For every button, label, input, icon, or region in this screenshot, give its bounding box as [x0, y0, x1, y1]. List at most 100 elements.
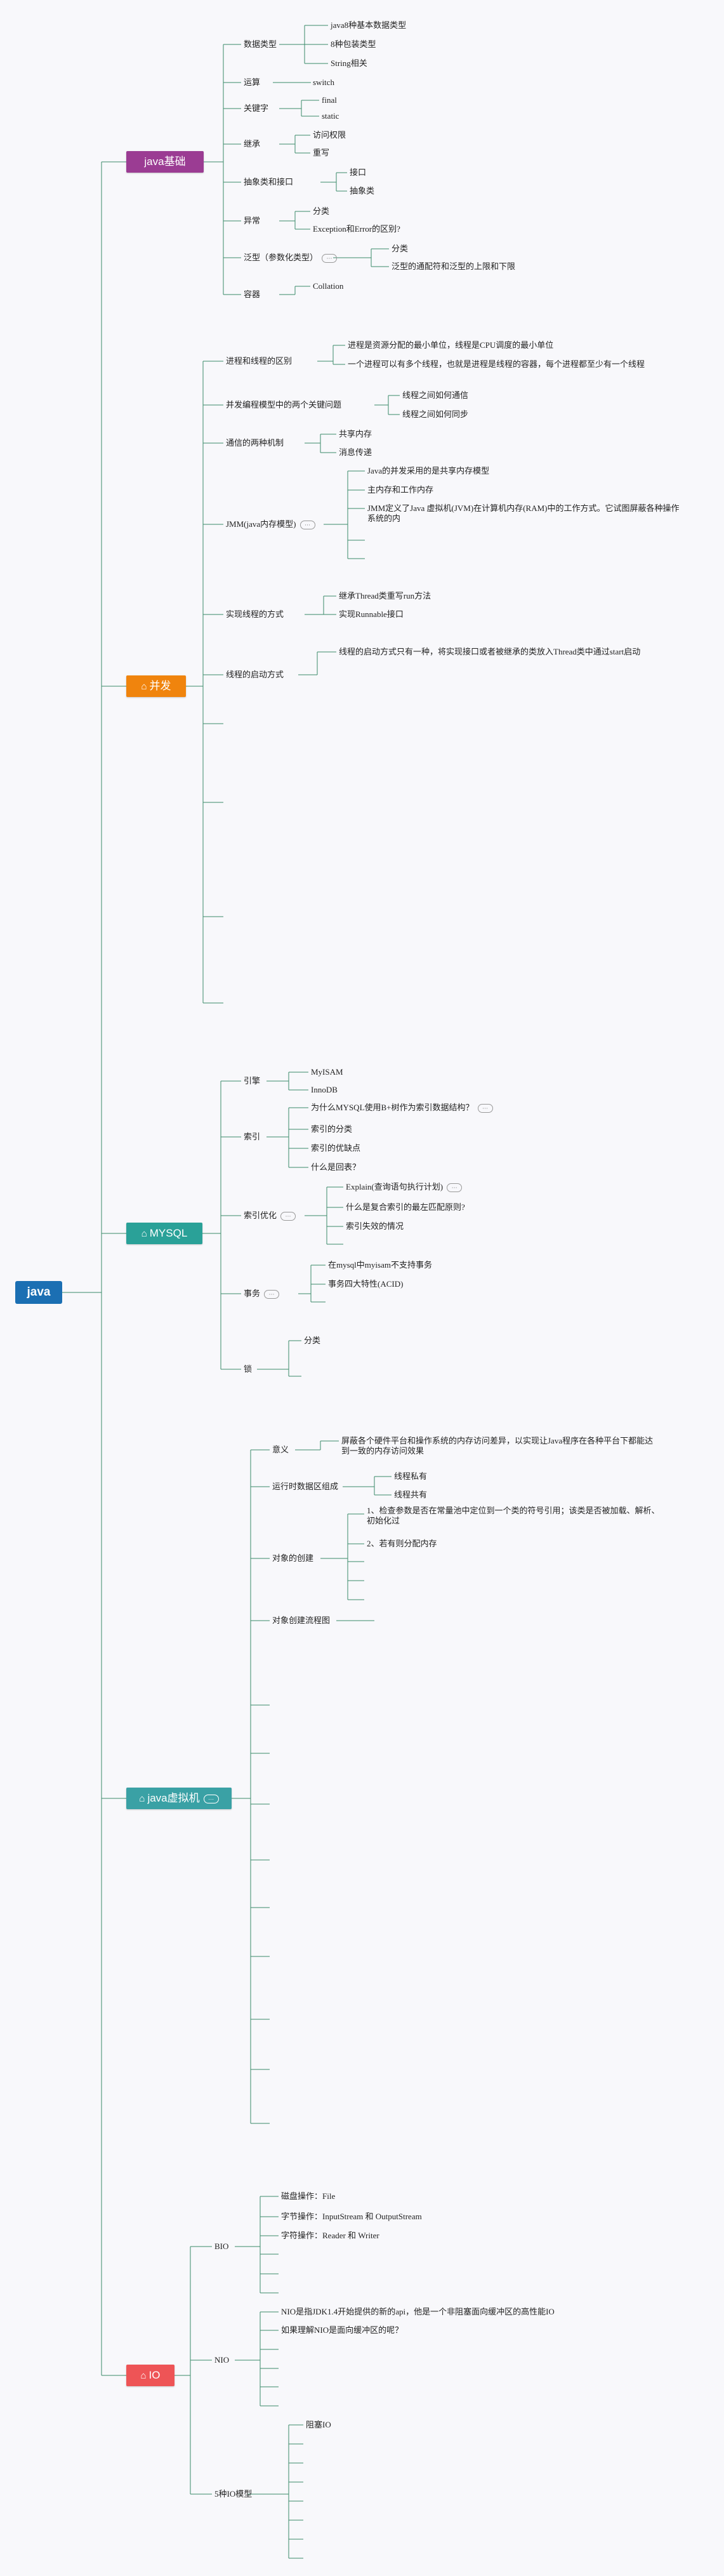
leaf-node[interactable]: 共享内存	[339, 429, 372, 439]
index-opt-label: 索引优化	[244, 1211, 277, 1220]
category-jvm[interactable]: ⌂java虚拟机···	[126, 1788, 232, 1809]
leaf-node[interactable]: 接口	[350, 168, 367, 177]
house-icon: ⌂	[139, 1793, 145, 1804]
leaf-node[interactable]: 抽象类	[350, 186, 375, 196]
leaf-node[interactable]: 线程之间如何同步	[402, 409, 469, 419]
bio-node[interactable]: BIO	[214, 2241, 229, 2251]
collapse-toggle-icon[interactable]: ···	[447, 1183, 463, 1193]
leaf-node[interactable]: 线程共有	[394, 1490, 428, 1499]
leaf-node[interactable]: 泛型的通配符和泛型的上限和下限	[392, 262, 516, 271]
leaf-node[interactable]: 索引的分类	[311, 1124, 353, 1134]
transaction-label: 事务	[244, 1289, 261, 1298]
leaf-node[interactable]: NIO是指JDK1.4开始提供的新的api，他是一个非阻塞面向缓冲区的高性能IO	[281, 2307, 555, 2316]
transaction-node[interactable]: 事务···	[244, 1289, 280, 1299]
leaf-node[interactable]: 屏蔽各个硬件平台和操作系统的内存访问差异，以实现让Java程序在各种平台下都能达…	[341, 1436, 654, 1456]
jmm-node[interactable]: JMM(java内存模型)···	[226, 519, 315, 530]
inheritance-node[interactable]: 继承	[244, 139, 261, 149]
category-label: IO	[148, 2369, 161, 2381]
category-label: java基础	[144, 156, 186, 168]
io-models-node[interactable]: 5种IO模型	[214, 2489, 253, 2499]
leaf-node[interactable]: 主内存和工作内存	[367, 485, 434, 495]
root-node[interactable]: java	[15, 1281, 62, 1304]
leaf-node[interactable]: 继承Thread类重写run方法	[339, 591, 431, 601]
process-thread-node[interactable]: 进程和线程的区别	[226, 356, 293, 366]
leaf-node[interactable]: 阻塞IO	[306, 2420, 331, 2429]
leaf-node[interactable]: 消息传递	[339, 448, 372, 457]
leaf-node[interactable]: static	[322, 111, 339, 121]
leaf-node[interactable]: switch	[313, 77, 334, 87]
collapse-toggle-icon[interactable]: ···	[203, 1794, 219, 1803]
category-io[interactable]: ⌂IO	[126, 2365, 174, 2386]
leaf-node[interactable]: 8种包装类型	[331, 39, 376, 49]
leaf-node[interactable]: 分类	[392, 244, 409, 253]
collapse-toggle-icon[interactable]: ···	[322, 254, 338, 263]
collapse-toggle-icon[interactable]: ···	[299, 521, 315, 530]
leaf-node[interactable]: final	[322, 95, 337, 105]
runtime-node[interactable]: 运行时数据区组成	[272, 1482, 339, 1491]
leaf-node[interactable]: 一个进程可以有多个线程，也就是进程是线程的容器，每个进程都至少有一个线程	[348, 359, 645, 369]
leaf-label: 为什么MYSQL使用B+树作为索引数据结构？	[311, 1103, 474, 1112]
leaf-node[interactable]: 字符操作：Reader 和 Writer	[281, 2231, 379, 2240]
leaf-node[interactable]: 重写	[313, 148, 330, 157]
leaf-node[interactable]: 进程是资源分配的最小单位，线程是CPU调度的最小单位	[348, 340, 554, 350]
leaf-node[interactable]: 在mysql中myisam不支持事务	[328, 1260, 432, 1270]
leaf-label: Explain(查询语句执行计划)	[346, 1182, 444, 1192]
container-node[interactable]: 容器	[244, 289, 261, 299]
index-opt-node[interactable]: 索引优化···	[244, 1211, 296, 1221]
leaf-node[interactable]: 磁盘操作：File	[281, 2191, 336, 2201]
leaf-node[interactable]: 分类	[313, 206, 330, 216]
leaf-node[interactable]: InnoDB	[311, 1085, 338, 1094]
category-concurrency[interactable]: ⌂并发	[126, 675, 186, 697]
category-label: 并发	[149, 680, 171, 692]
generics-node[interactable]: 泛型（参数化类型）···	[244, 253, 338, 263]
leaf-node[interactable]: 索引的优缺点	[311, 1143, 361, 1153]
leaf-node[interactable]: 线程的启动方式只有一种，将实现接口或者被继承的类放入Thread类中通过star…	[339, 647, 641, 656]
leaf-node[interactable]: java8种基本数据类型	[331, 20, 407, 30]
leaf-node[interactable]: 索引失效的情况	[346, 1221, 404, 1231]
leaf-node[interactable]: String相关	[331, 58, 367, 68]
keywords-node[interactable]: 关键字	[244, 103, 269, 113]
leaf-node[interactable]: 2、若有则分配内存	[367, 1539, 437, 1548]
category-mysql[interactable]: ⌂MYSQL	[126, 1223, 202, 1244]
abstract-node[interactable]: 抽象类和接口	[244, 177, 294, 187]
leaf-node[interactable]: Collation	[313, 281, 344, 291]
key-issues-node[interactable]: 并发编程模型中的两个关键问题	[226, 400, 342, 409]
data-types-node[interactable]: 数据类型	[244, 39, 277, 49]
collapse-toggle-icon[interactable]: ···	[280, 1212, 296, 1221]
jmm-label: JMM(java内存模型)	[226, 519, 296, 529]
creation-node[interactable]: 对象的创建	[272, 1553, 314, 1563]
leaf-node[interactable]: 实现Runnable接口	[339, 609, 404, 619]
house-icon: ⌂	[141, 1228, 147, 1239]
leaf-node[interactable]: 事务四大特性(ACID)	[328, 1279, 404, 1289]
leaf-node[interactable]: 访问权限	[313, 130, 346, 140]
leaf-node[interactable]: Explain(查询语句执行计划)···	[346, 1182, 463, 1193]
leaf-node[interactable]: 字节操作：InputStream 和 OutputStream	[281, 2212, 422, 2221]
lock-node[interactable]: 锁	[244, 1364, 253, 1374]
leaf-node[interactable]: 什么是复合索引的最左匹配原则?	[346, 1202, 465, 1212]
collapse-toggle-icon[interactable]: ···	[477, 1104, 493, 1113]
leaf-node[interactable]: Exception和Error的区别?	[313, 224, 400, 234]
leaf-node[interactable]: 分类	[304, 1336, 321, 1345]
engine-node[interactable]: 引擎	[244, 1076, 261, 1086]
leaf-node[interactable]: 如果理解NIO是面向缓冲区的呢？	[281, 2325, 404, 2335]
collapse-toggle-icon[interactable]: ···	[264, 1290, 280, 1299]
leaf-node[interactable]: 什么是回表？	[311, 1162, 361, 1172]
exception-node[interactable]: 异常	[244, 216, 261, 225]
meaning-node[interactable]: 意义	[272, 1445, 289, 1454]
impl-node[interactable]: 实现线程的方式	[226, 609, 284, 619]
leaf-node[interactable]: 线程之间如何通信	[402, 390, 469, 400]
start-node[interactable]: 线程的启动方式	[226, 670, 284, 679]
leaf-node[interactable]: MyISAM	[311, 1067, 343, 1077]
leaf-node[interactable]: 1、检查参数是否在常量池中定位到一个类的符号引用；该类是否被加载、解析、初始化过	[367, 1506, 660, 1525]
index-node[interactable]: 索引	[244, 1132, 261, 1141]
comm-node[interactable]: 通信的两种机制	[226, 438, 284, 448]
leaf-node[interactable]: Java的并发采用的是共享内存模型	[367, 466, 490, 475]
leaf-node[interactable]: 线程私有	[394, 1471, 428, 1481]
leaf-node[interactable]: 为什么MYSQL使用B+树作为索引数据结构？···	[311, 1103, 493, 1113]
flow-node[interactable]: 对象创建流程图	[272, 1616, 331, 1625]
leaf-node[interactable]: JMM定义了Java 虚拟机(JVM)在计算机内存(RAM)中的工作方式。它试图…	[367, 503, 680, 523]
nio-node[interactable]: NIO	[214, 2355, 230, 2365]
operators-node[interactable]: 运算	[244, 77, 261, 87]
category-java-basics[interactable]: java基础	[126, 151, 204, 173]
